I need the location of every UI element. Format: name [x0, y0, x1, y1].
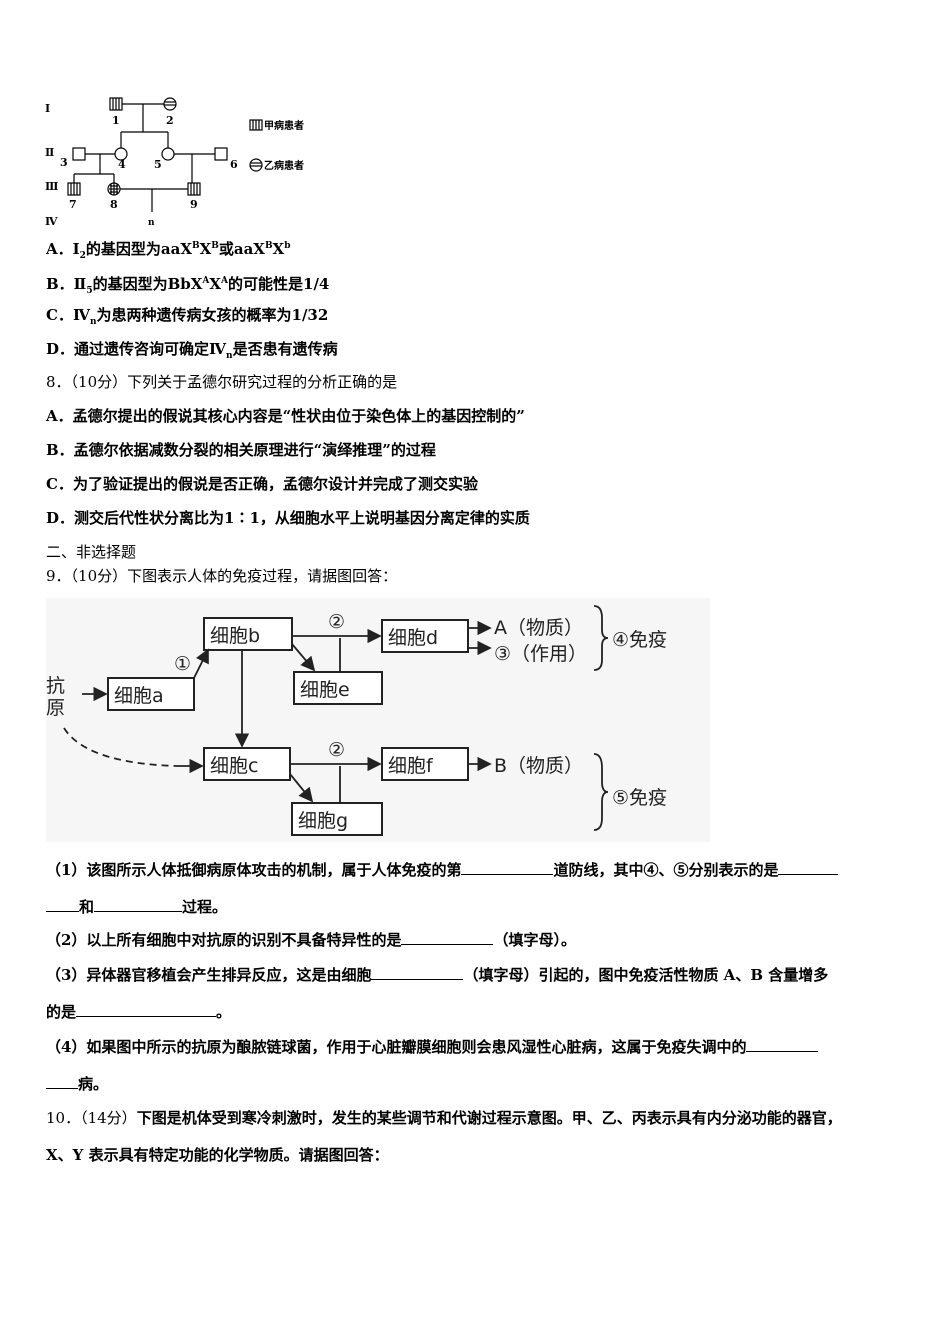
step-2-bottom-label: ②	[328, 739, 345, 761]
answer-blank[interactable]	[46, 897, 79, 912]
id-8: 8	[110, 198, 118, 211]
gen-label-1: Ⅰ	[45, 102, 50, 115]
id-4: 4	[118, 158, 126, 171]
q7-option-b: B．Ⅱ5的基因型为BbXAXA的可能性是1/4	[46, 275, 330, 296]
q9-stem: 9．（10分）下图表示人体的免疫过程，请据图回答：	[46, 567, 398, 585]
cell-c: 细胞c	[210, 755, 258, 777]
pedigree-chart: Ⅰ Ⅱ Ⅲ Ⅳ 1 2 3 4 5 6 7 8 9 n 甲病患者 乙病患者	[45, 97, 304, 228]
immunity-4-label: ④免疫	[612, 629, 667, 651]
cell-b: 细胞b	[210, 625, 260, 647]
q10-line2: X、Y 表示具有特定功能的化学物质。请据图回答：	[46, 1146, 389, 1164]
answer-blank[interactable]	[461, 860, 554, 875]
antigen-label-2: 原	[46, 697, 65, 719]
antigen-label-1: 抗	[46, 675, 65, 697]
action-3-label: ③（作用）	[494, 643, 587, 665]
answer-blank[interactable]	[778, 860, 839, 875]
answer-blank[interactable]	[46, 1074, 78, 1089]
answer-blank[interactable]	[371, 965, 464, 980]
section-heading: 二、非选择题	[46, 543, 137, 561]
id-1: 1	[112, 114, 120, 127]
q9-part3-line2: 的是。	[46, 1002, 232, 1021]
q8-option-c: C．为了验证提出的假说是否正确，孟德尔设计并完成了测交实验	[46, 475, 478, 493]
cell-d: 细胞d	[388, 627, 438, 649]
q9-part4-line2: 病。	[46, 1074, 108, 1094]
step-2-top-label: ②	[328, 611, 345, 633]
q9-part2: （2）以上所有细胞中对抗原的识别不具备特异性的是（填字母）。	[46, 930, 576, 949]
id-7: 7	[69, 198, 77, 211]
q7-option-a: A．Ⅰ2的基因型为aaXBXB或aaXBXb	[46, 240, 291, 261]
immune-diagram: 抗 原 细胞a 细胞b 细胞d 细胞e 细胞c 细胞f 细胞g ① ② ② A（…	[46, 598, 710, 842]
id-9: 9	[190, 198, 198, 211]
answer-blank[interactable]	[76, 1002, 217, 1017]
substance-a-label: A（物质）	[494, 617, 583, 639]
step-1-label: ①	[174, 653, 191, 675]
q9-part1-line2: 和过程。	[46, 897, 227, 917]
gen-label-3: Ⅲ	[45, 180, 58, 193]
q10-line1: 10．（14分）下图是机体受到寒冷刺激时，发生的某些调节和代谢过程示意图。甲、乙…	[46, 1109, 842, 1127]
gen-label-4: Ⅳ	[45, 215, 58, 228]
id-n: n	[148, 218, 155, 228]
q8-stem: 8．（10分）下列关于孟德尔研究过程的分析正确的是	[46, 373, 398, 391]
id-2: 2	[166, 114, 174, 127]
cell-f: 细胞f	[388, 755, 434, 777]
q9-part3-line1: （3）异体器官移植会产生排异反应，这是由细胞（填字母）引起的，图中免疫活性物质 …	[46, 965, 829, 984]
id-5: 5	[154, 158, 162, 171]
immunity-5-label: ⑤免疫	[612, 787, 667, 809]
gen-label-2: Ⅱ	[45, 146, 54, 159]
cell-e: 细胞e	[300, 679, 350, 701]
answer-blank[interactable]	[746, 1037, 819, 1052]
answer-blank[interactable]	[401, 930, 494, 945]
cell-a: 细胞a	[114, 685, 164, 707]
substance-b-label: B（物质）	[494, 755, 583, 777]
q9-part1-line1: （1）该图所示人体抵御病原体攻击的机制，属于人体免疫的第道防线，其中④、⑤分别表…	[46, 860, 839, 880]
q8-option-d: D．测交后代性状分离比为1∶1，从细胞水平上说明基因分离定律的实质	[46, 509, 530, 527]
q7-option-d: D．通过遗传咨询可确定Ⅳn是否患有遗传病	[46, 340, 338, 361]
q8-option-a: A．孟德尔提出的假说其核心内容是“性状由位于染色体上的基因控制的”	[46, 407, 525, 425]
cell-g: 细胞g	[298, 810, 348, 832]
q9-part4-line1: （4）如果图中所示的抗原为酿脓链球菌，作用于心脏瓣膜细胞则会患风湿性心脏病，这属…	[46, 1037, 819, 1057]
id-6: 6	[230, 158, 238, 171]
legend-b: 乙病患者	[264, 159, 304, 172]
answer-blank[interactable]	[94, 897, 183, 912]
legend-a: 甲病患者	[264, 119, 304, 132]
q8-option-b: B．孟德尔依据减数分裂的相关原理进行“演绎推理”的过程	[46, 441, 436, 459]
q7-option-c: C．Ⅳn为患两种遗传病女孩的概率为1/32	[46, 306, 329, 327]
id-3: 3	[60, 156, 68, 169]
